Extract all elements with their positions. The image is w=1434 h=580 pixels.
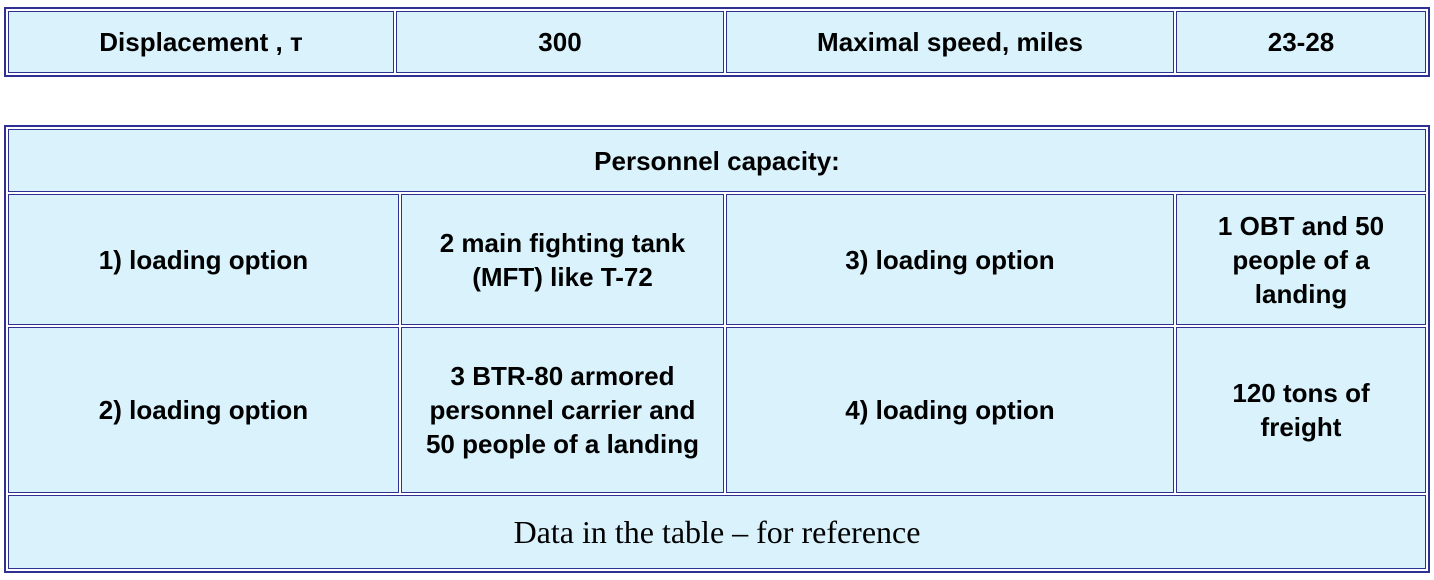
loading-option-3-value: 1 OBT and 50 people of a landing	[1176, 194, 1426, 325]
loading-option-1-label: 1) loading option	[8, 194, 399, 325]
max-speed-value: 23-28	[1176, 11, 1426, 73]
specs-table: Displacement , т 300 Maximal speed, mile…	[4, 7, 1430, 77]
capacity-header: Personnel capacity:	[8, 129, 1426, 192]
displacement-value: 300	[396, 11, 724, 73]
loading-option-2-label: 2) loading option	[8, 327, 399, 493]
displacement-label: Displacement , т	[8, 11, 394, 73]
loading-option-4-value: 120 tons of freight	[1176, 327, 1426, 493]
loading-option-2-value: 3 BTR-80 armored personnel carrier and 5…	[401, 327, 724, 493]
loading-option-4-label: 4) loading option	[726, 327, 1174, 493]
reference-note: Data in the table – for reference	[8, 495, 1426, 569]
loading-option-3-label: 3) loading option	[726, 194, 1174, 325]
loading-option-1-value: 2 main fighting tank (MFT) like T-72	[401, 194, 724, 325]
max-speed-label: Maximal speed, miles	[726, 11, 1174, 73]
capacity-table: Personnel capacity: 1) loading option 2 …	[4, 125, 1430, 573]
